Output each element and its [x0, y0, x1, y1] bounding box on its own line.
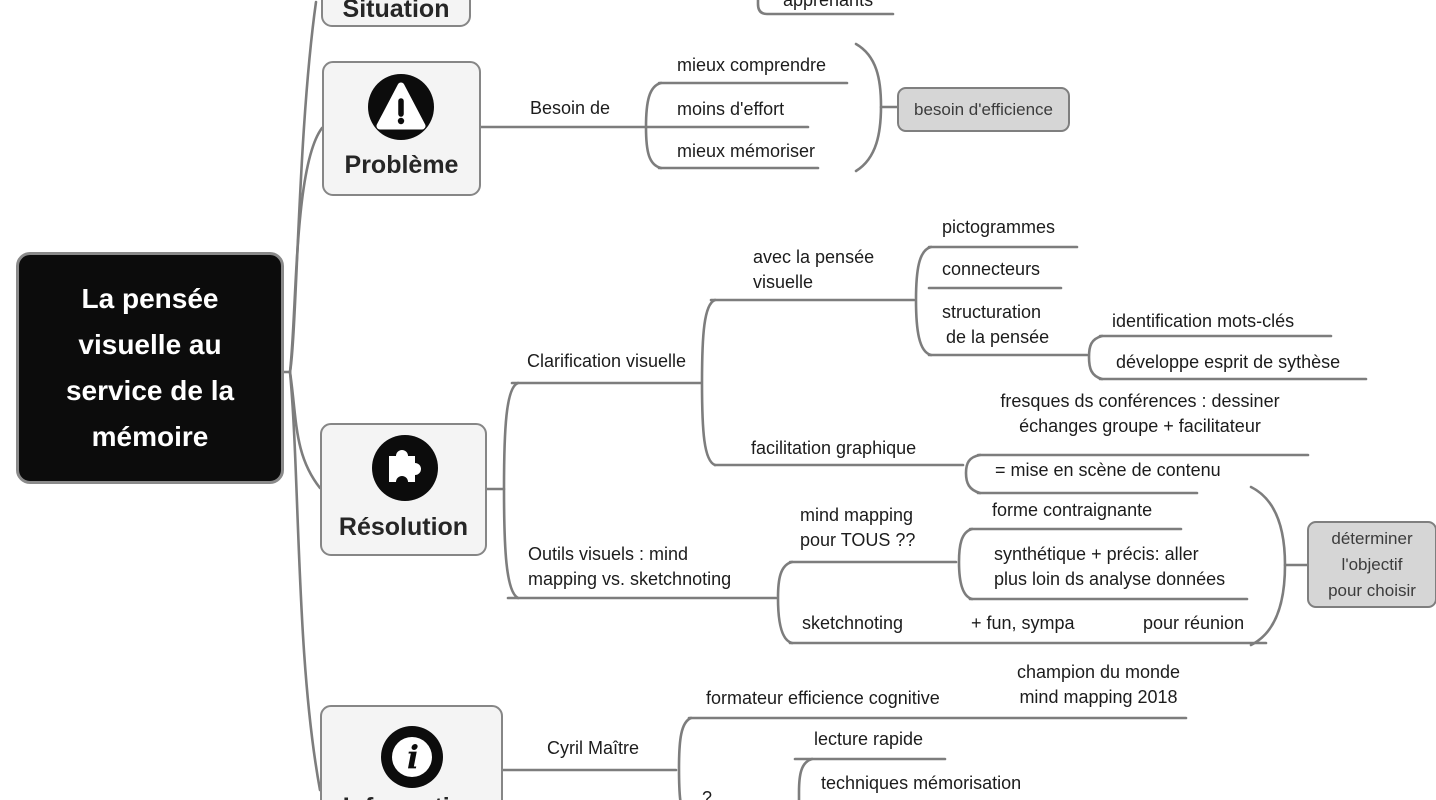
- brace-outils-children: [776, 560, 794, 645]
- topic-probleme-label: Problème: [344, 151, 459, 179]
- node-moins-effort[interactable]: moins d'effort: [677, 99, 785, 119]
- node-pictogrammes[interactable]: pictogrammes: [942, 217, 1056, 237]
- node-developpe[interactable]: développe esprit de sythèse: [1116, 352, 1341, 372]
- node-mieux-memoriser[interactable]: mieux mémoriser: [677, 141, 816, 161]
- callout-line: l'objectif: [1341, 554, 1403, 574]
- central-topic[interactable]: La pensée visuelle au service de la mémo…: [16, 252, 284, 484]
- central-topic-line: service de la: [65, 375, 235, 406]
- svg-text:i: i: [407, 738, 419, 776]
- callout-text: besoin d'efficience: [913, 99, 1054, 119]
- node-apprenants[interactable]: apprenants: [783, 0, 874, 10]
- callout-line: déterminer: [1331, 528, 1413, 548]
- node-mieux-comprendre[interactable]: mieux comprendre: [677, 55, 827, 75]
- brace-besoin-summary: [854, 42, 883, 173]
- central-topic-line: visuelle au: [78, 329, 222, 360]
- brace-avec-pensee-children: [914, 245, 933, 357]
- node-connecteurs[interactable]: connecteurs: [942, 259, 1041, 279]
- node-besoin-de[interactable]: Besoin de: [530, 98, 611, 118]
- brace-clarification-children: [700, 298, 717, 467]
- node-avec-pensee[interactable]: avec la pensée visuelle: [753, 247, 875, 292]
- topic-information-label: Information: [322, 792, 501, 800]
- node-formateur[interactable]: formateur efficience cognitive: [706, 688, 940, 708]
- node-mise-en-scene[interactable]: = mise en scène de contenu: [995, 460, 1221, 480]
- callout-determiner-objectif[interactable]: déterminer l'objectif pour choisir: [1307, 521, 1436, 608]
- puzzle-icon: [372, 435, 438, 501]
- connector-central-probleme: [288, 126, 324, 374]
- node-synthetique[interactable]: synthétique + précis: aller plus loin ds…: [994, 544, 1226, 589]
- node-clarification[interactable]: Clarification visuelle: [527, 351, 687, 371]
- node-cut-fragment[interactable]: ?: [702, 788, 713, 800]
- brace-mind-mapping-children: [957, 527, 974, 601]
- node-lecture-rapide[interactable]: lecture rapide: [814, 729, 924, 749]
- brace-facilitation-children: [964, 453, 982, 495]
- callout-line: pour choisir: [1328, 580, 1416, 600]
- node-sketchnoting[interactable]: sketchnoting: [802, 613, 904, 633]
- node-cyril-maitre[interactable]: Cyril Maître: [547, 738, 640, 758]
- topic-resolution-label: Résolution: [338, 513, 469, 541]
- node-facilitation[interactable]: facilitation graphique: [751, 438, 917, 458]
- topic-probleme[interactable]: Problème: [322, 61, 481, 196]
- topic-situation[interactable]: Situation: [321, 0, 471, 27]
- node-forme-contraignante[interactable]: forme contraignante: [992, 500, 1153, 520]
- warning-icon: [368, 74, 434, 140]
- node-identification[interactable]: identification mots-clés: [1112, 311, 1295, 331]
- brace-outils-summary: [1249, 485, 1287, 647]
- brace-cyril-children: [677, 716, 693, 800]
- brace-structuration-children: [1087, 334, 1104, 381]
- connector-central-information: [288, 370, 322, 792]
- topic-resolution[interactable]: Résolution: [320, 423, 487, 556]
- info-icon: i: [381, 726, 443, 788]
- brace-lecture-group: [797, 757, 814, 800]
- node-champion[interactable]: champion du monde mind mapping 2018: [1016, 662, 1181, 707]
- topic-situation-label: Situation: [342, 0, 450, 23]
- node-techniques-memorisation[interactable]: techniques mémorisation: [821, 773, 1022, 793]
- node-mind-mapping-tous[interactable]: mind mapping pour TOUS ??: [800, 505, 916, 550]
- node-fresques[interactable]: fresques ds conférences : dessiner échan…: [1000, 391, 1280, 436]
- line-apprenants: [756, 0, 895, 16]
- node-structuration[interactable]: structuration de la pensée: [942, 302, 1050, 347]
- callout-besoin-efficience[interactable]: besoin d'efficience: [897, 87, 1070, 132]
- central-topic-line: La pensée: [81, 283, 219, 314]
- node-pour-reunion[interactable]: pour réunion: [1143, 613, 1245, 633]
- topic-information[interactable]: i Information: [320, 705, 503, 800]
- node-outils-visuels[interactable]: Outils visuels : mind mapping vs. sketch…: [528, 544, 732, 589]
- node-fun-sympa[interactable]: + fun, sympa: [971, 613, 1075, 633]
- central-topic-line: mémoire: [91, 421, 209, 452]
- brace-resolution-children: [502, 381, 520, 600]
- brace-besoin-children: [644, 81, 663, 170]
